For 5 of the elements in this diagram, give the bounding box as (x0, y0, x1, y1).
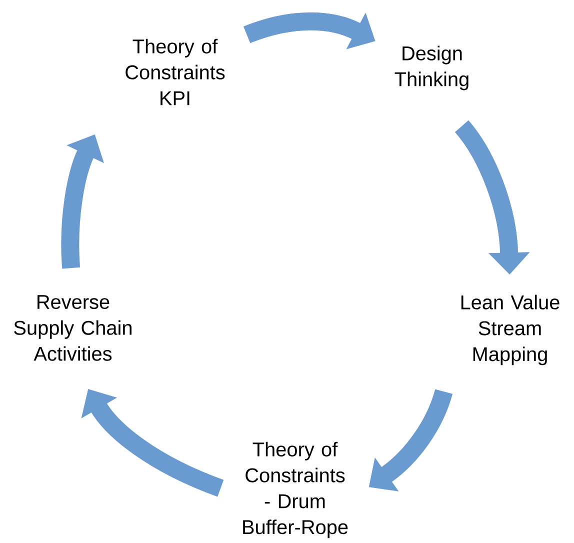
step-label: Reverse Supply Chain Activities (14, 295, 132, 361)
step-label: Theory of Constraints KPI (126, 38, 225, 106)
step-label: Design Thinking (394, 46, 468, 90)
step-label: Lean Value Stream Mapping (461, 294, 560, 366)
step-label: Theory of Constraints - Drum Buffer-Rope (243, 442, 348, 538)
